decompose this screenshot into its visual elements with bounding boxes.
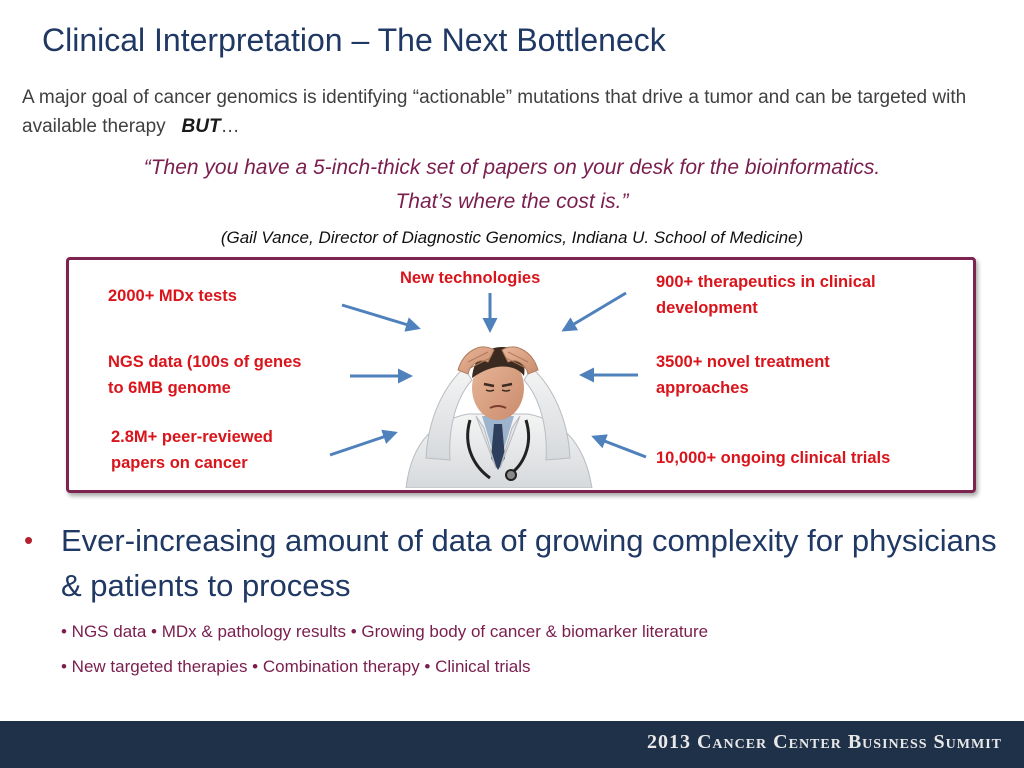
label-mdx-tests-line-1: 2000+ MDx tests bbox=[108, 287, 237, 305]
label-therapeutics-line-2: development bbox=[656, 299, 758, 317]
label-ngs-data-line-2: to 6MB genome bbox=[108, 379, 231, 397]
quote-block: “Then you have a 5-inch-thick set of pap… bbox=[20, 151, 1004, 219]
quote-line-2: That’s where the cost is.” bbox=[395, 190, 629, 213]
label-ngs-data-line-1: NGS data (100s of genes bbox=[108, 353, 302, 371]
data-overload-panel bbox=[66, 257, 976, 493]
footer-title: 2013 Cancer Center Business Summit bbox=[646, 731, 1002, 753]
intro-paragraph: A major goal of cancer genomics is ident… bbox=[22, 83, 1012, 141]
intro-ellipsis: … bbox=[220, 116, 240, 137]
footer-bar: 2013 Cancer Center Business Summit bbox=[0, 721, 1024, 768]
label-therapeutics: 900+ therapeutics in clinical developmen… bbox=[656, 269, 876, 321]
label-treatment-approaches-line-2: approaches bbox=[656, 379, 749, 397]
label-papers: 2.8M+ peer-reviewed papers on cancer bbox=[111, 424, 273, 476]
stressed-doctor-image bbox=[405, 346, 593, 488]
sub-bullet-2: • New targeted therapies • Combination t… bbox=[61, 657, 531, 676]
label-treatment-approaches-line-1: 3500+ novel treatment bbox=[656, 353, 830, 371]
sub-bullet-1: • NGS data • MDx & pathology results • G… bbox=[61, 622, 709, 641]
label-therapeutics-line-1: 900+ therapeutics in clinical bbox=[656, 273, 876, 291]
label-clinical-trials: 10,000+ ongoing clinical trials bbox=[656, 445, 890, 471]
intro-emphasis: BUT bbox=[181, 116, 221, 137]
intro-text: A major goal of cancer genomics is ident… bbox=[22, 87, 967, 137]
label-papers-line-2: papers on cancer bbox=[111, 454, 248, 472]
label-clinical-trials-line-1: 10,000+ ongoing clinical trials bbox=[656, 449, 891, 467]
label-mdx-tests: 2000+ MDx tests bbox=[108, 283, 237, 309]
bullet-marker: • bbox=[24, 525, 34, 555]
quote-attribution: (Gail Vance, Director of Diagnostic Geno… bbox=[220, 228, 804, 247]
slide-title: Clinical Interpretation – The Next Bottl… bbox=[42, 22, 666, 58]
quote-line-1: “Then you have a 5-inch-thick set of pap… bbox=[143, 156, 881, 179]
main-bullet-text: Ever-increasing amount of data of growin… bbox=[61, 523, 997, 603]
label-papers-line-1: 2.8M+ peer-reviewed bbox=[111, 428, 273, 446]
label-new-technologies: New technologies bbox=[400, 269, 541, 287]
label-treatment-approaches: 3500+ novel treatment approaches bbox=[656, 349, 830, 401]
label-ngs-data: NGS data (100s of genes to 6MB genome bbox=[108, 349, 301, 401]
